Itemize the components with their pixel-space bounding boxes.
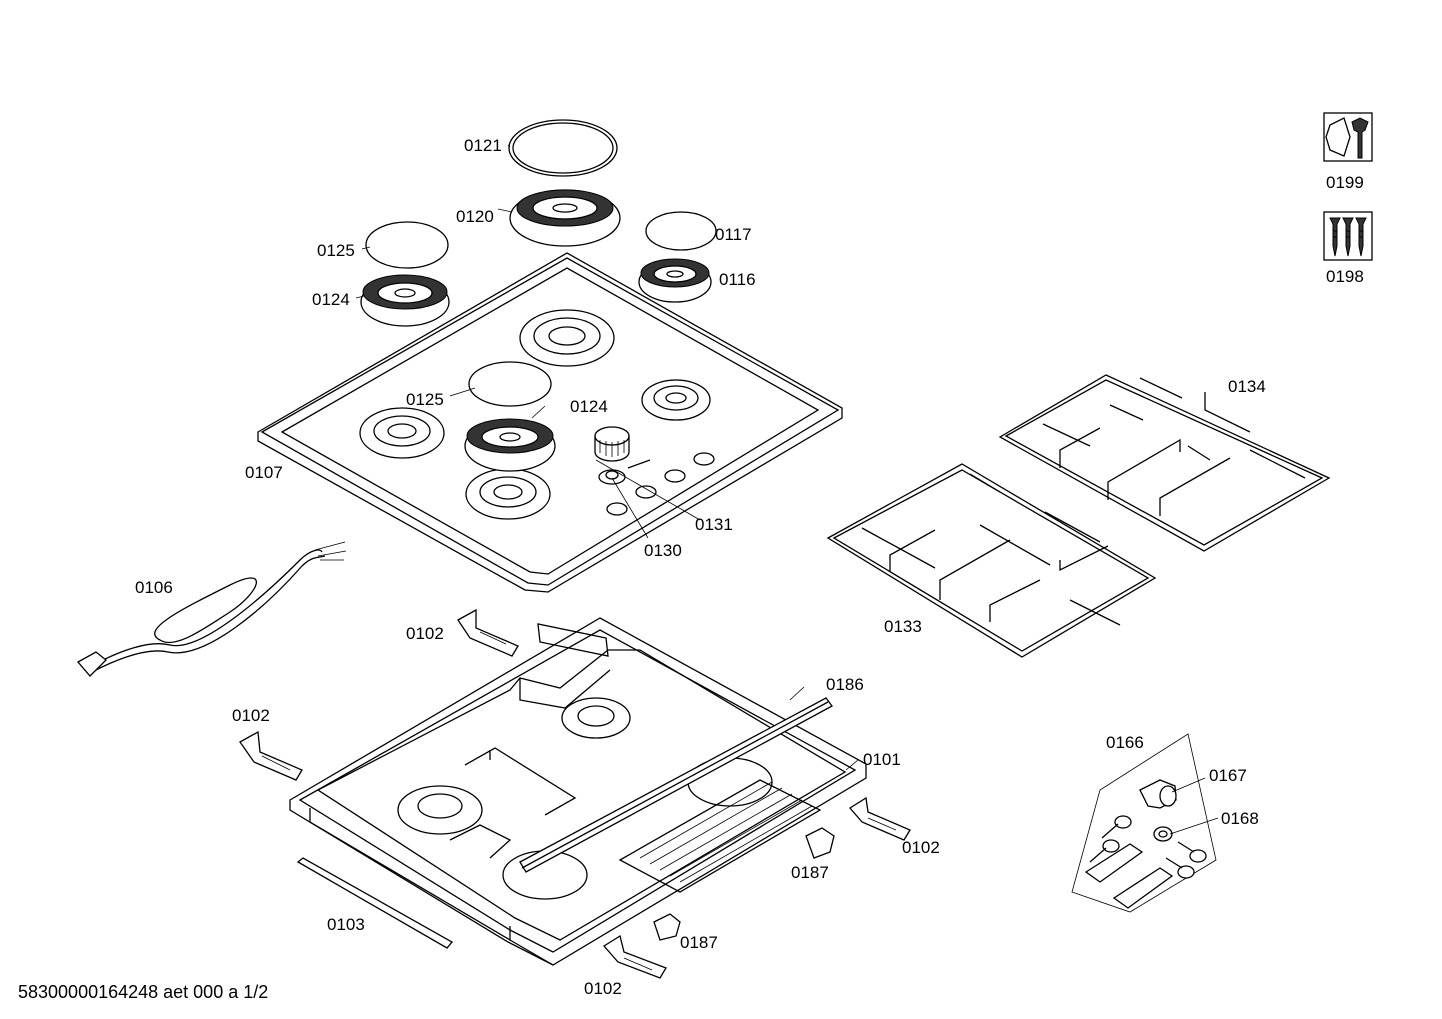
part-label-0103: 0103 [327, 915, 365, 934]
burner-crown-small [638, 258, 712, 303]
burner-crown-large [509, 189, 621, 247]
mounting-clamp-3 [849, 796, 911, 841]
part-label-0102-4: 0102 [584, 979, 622, 998]
burner-cap-medium [365, 221, 449, 269]
burner-crown-medium-2 [464, 418, 556, 472]
part-label-0125-top: 0125 [317, 241, 355, 260]
part-label-0102-2: 0102 [232, 706, 270, 725]
part-label-0198: 0198 [1326, 267, 1364, 286]
mounting-clamp-2 [239, 730, 303, 781]
part-label-0102-1: 0102 [406, 624, 444, 643]
part-label-0120: 0120 [456, 207, 494, 226]
conversion-kit-box [1071, 733, 1217, 913]
part-label-0121: 0121 [464, 136, 502, 155]
knob-ring [598, 469, 626, 485]
mounting-clamp-4 [603, 934, 667, 979]
leader-lines [355, 144, 1219, 835]
seal-strip [296, 857, 453, 949]
part-label-0167: 0167 [1209, 766, 1247, 785]
part-label-0186: 0186 [826, 675, 864, 694]
part-label-0131: 0131 [695, 515, 733, 534]
burner-crown-medium [360, 274, 450, 327]
kit-screws [1089, 815, 1207, 879]
part-label-0116: 0116 [719, 270, 756, 289]
part-label-0187-2: 0187 [680, 933, 718, 952]
elbow-fitting [1139, 779, 1177, 809]
retaining-clip-2 [653, 913, 681, 941]
burner-cap-small [645, 211, 717, 251]
kit-clamps [1084, 843, 1174, 909]
reinforcement-rail [519, 697, 833, 873]
power-cable [76, 541, 347, 677]
part-label-0117: 0117 [715, 225, 752, 244]
control-knob [594, 426, 630, 462]
part-label-0106: 0106 [135, 578, 173, 597]
burner-cap-large [508, 119, 618, 177]
hob-top-plate [257, 252, 843, 593]
part-label-0166: 0166 [1106, 733, 1144, 752]
document-footer-code: 58300000164248 aet 000 a 1/2 [18, 982, 269, 1002]
part-label-0199: 0199 [1326, 173, 1364, 192]
retaining-clip-1 [805, 827, 835, 859]
part-label-0168: 0168 [1221, 809, 1259, 828]
part-label-0130: 0130 [644, 541, 682, 560]
part-label-0133: 0133 [884, 617, 922, 636]
part-label-0101: 0101 [863, 750, 901, 769]
part-label-0125-hob: 0125 [406, 390, 444, 409]
mounting-clamp-1 [457, 608, 519, 657]
part-label-0124-top: 0124 [312, 290, 350, 309]
hob-base-tray [289, 617, 867, 966]
part-label-0107: 0107 [245, 463, 283, 482]
part-label-0102-3: 0102 [902, 838, 940, 857]
burner-cap-medium-2 [468, 361, 552, 407]
sealing-washer [1153, 826, 1173, 842]
part-label-0187-1: 0187 [791, 863, 829, 882]
service-wrench-icon [1323, 112, 1373, 162]
pan-support-right [998, 374, 1331, 552]
part-label-0124-hob: 0124 [570, 397, 608, 416]
screw-set-icon [1323, 211, 1373, 261]
part-label-0134: 0134 [1228, 377, 1266, 396]
pan-support-left [826, 463, 1157, 658]
